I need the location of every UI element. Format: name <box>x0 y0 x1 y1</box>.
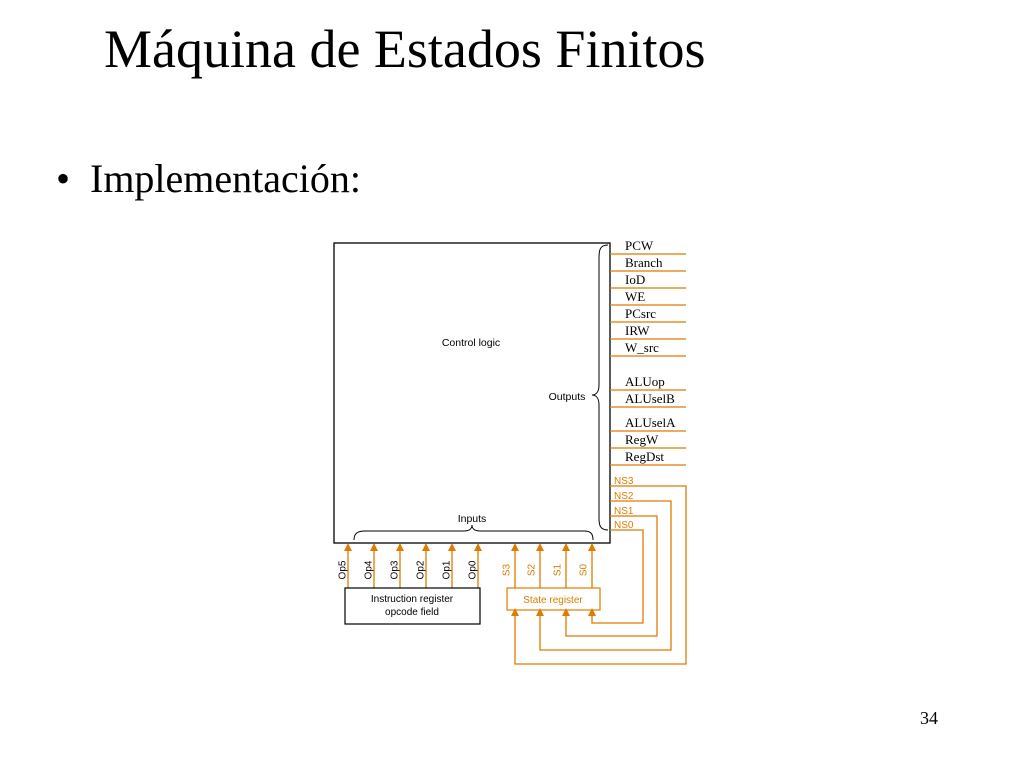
state-input-label: S1 <box>553 563 564 576</box>
output-label: PCsrc <box>625 306 656 321</box>
inputs-label: Inputs <box>458 513 487 525</box>
output-label: RegDst <box>625 449 664 464</box>
feedback-wire <box>511 485 687 665</box>
control-logic-label: Control logic <box>442 337 500 349</box>
bullet-item: • Implementación: <box>56 155 361 202</box>
outputs-label: Outputs <box>549 391 586 403</box>
next-state-label: NS2 <box>614 491 634 502</box>
instruction-register-label-line1: Instruction register <box>371 594 454 605</box>
output-label: ALUop <box>625 374 665 389</box>
feedback-wire <box>562 515 658 637</box>
feedback-wire <box>588 529 644 624</box>
opcode-input-label: Op4 <box>364 560 375 579</box>
feedback-wire <box>536 500 672 651</box>
output-label: ALUselA <box>625 415 676 430</box>
feedback-wires <box>511 485 687 665</box>
next-state-label: NS1 <box>614 506 634 517</box>
output-label: IRW <box>625 323 650 338</box>
state-input-label: S3 <box>502 563 513 576</box>
inputs-brace <box>353 524 594 541</box>
instruction-register-box <box>344 587 481 625</box>
opcode-input-label: Op1 <box>442 560 453 579</box>
next-state-label: NS0 <box>614 520 634 531</box>
output-label: PCW <box>625 238 654 253</box>
state-register-box <box>506 587 601 611</box>
outputs-brace <box>591 244 609 531</box>
state-input-label: S2 <box>527 563 538 576</box>
bullet-dot: • <box>56 156 71 201</box>
output-label: RegW <box>625 432 659 447</box>
instruction-register-label-line2: opcode field <box>385 607 439 618</box>
page-number: 34 <box>920 708 938 728</box>
opcode-input-label: Op3 <box>390 560 401 579</box>
opcode-input-label: Op2 <box>416 560 427 579</box>
opcode-input-label: Op5 <box>338 560 349 579</box>
control-logic-box <box>333 242 611 544</box>
input-signals: Op5 Op4 Op3 Op2 Op1 Op0 S3 S2 S1 S0 <box>338 543 596 588</box>
opcode-input-label: Op0 <box>468 560 479 579</box>
next-state-label: NS3 <box>614 476 634 487</box>
output-label: IoD <box>625 272 645 287</box>
output-label: Branch <box>625 255 663 270</box>
bullet-text: Implementación: <box>90 156 362 201</box>
state-register-label: State register <box>523 595 583 606</box>
output-label: W_src <box>625 340 659 355</box>
output-label: WE <box>625 289 645 304</box>
slide-title: Máquina de Estados Finitos <box>104 19 706 79</box>
state-input-label: S0 <box>579 563 590 576</box>
output-label: ALUselB <box>625 391 675 406</box>
